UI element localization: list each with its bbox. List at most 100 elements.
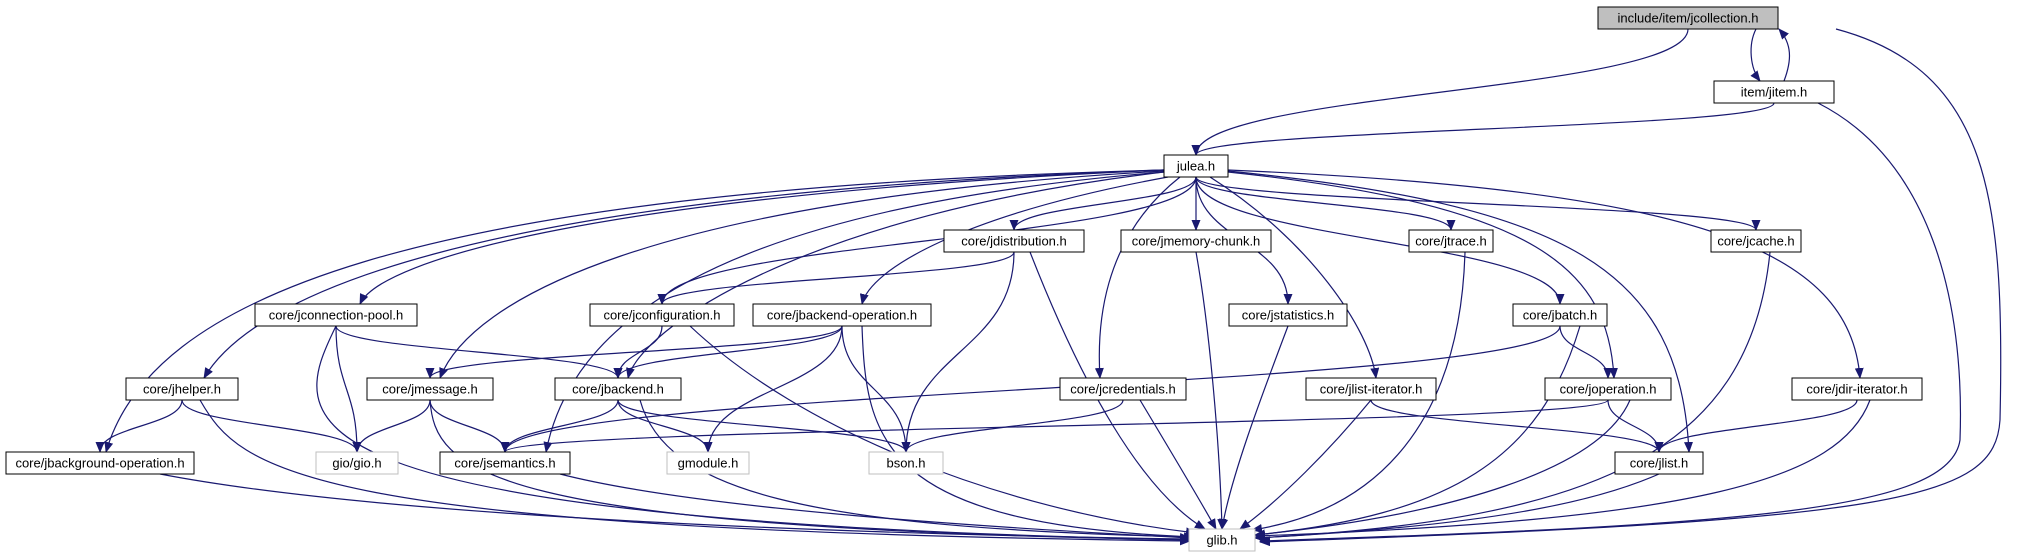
node-label: glib.h	[1206, 533, 1237, 548]
node-label: gio/gio.h	[332, 456, 381, 471]
node-box	[5, 451, 195, 475]
edge-julea-to-jmessage	[439, 170, 1165, 379]
node-label: core/jdistribution.h	[961, 234, 1067, 249]
node-jmessage[interactable]: core/jmessage.h	[366, 377, 494, 401]
node-jdistribution[interactable]: core/jdistribution.h	[943, 229, 1085, 253]
node-label: core/jhelper.h	[143, 382, 221, 397]
edge-jsemantics-to-glib	[559, 473, 1191, 542]
edge-jstatistics-to-glib	[1219, 325, 1289, 530]
node-box	[1163, 154, 1229, 178]
edge-jtrace-to-glib	[1251, 251, 1466, 533]
node-label: core/joperation.h	[1560, 382, 1657, 397]
edge-julea-to-jlist	[1227, 170, 1693, 453]
node-jitem[interactable]: item/jitem.h	[1713, 80, 1835, 104]
node-jbackendop[interactable]: core/jbackend-operation.h	[752, 303, 932, 327]
node-jhelper[interactable]: core/jhelper.h	[125, 377, 239, 401]
edge-jlist-to-glib	[1254, 473, 1660, 542]
node-box	[1059, 377, 1187, 401]
node-jbatch[interactable]: core/jbatch.h	[1512, 303, 1608, 327]
edge-jbackendop-to-jbackend	[613, 325, 843, 379]
edge-jconfig-to-glib	[689, 325, 1197, 537]
node-box	[439, 451, 571, 475]
node-jcredentials[interactable]: core/jcredentials.h	[1059, 377, 1187, 401]
node-jbackend[interactable]: core/jbackend.h	[554, 377, 682, 401]
node-label: core/jcredentials.h	[1070, 382, 1176, 397]
edge-julea-to-jdistribution	[1009, 176, 1197, 231]
edge-jbgop-to-glib	[159, 473, 1191, 544]
node-label: item/jitem.h	[1741, 85, 1807, 100]
node-joperation[interactable]: core/joperation.h	[1544, 377, 1672, 401]
node-box	[589, 303, 735, 327]
node-label: core/jcache.h	[1717, 234, 1794, 249]
edge-jdiriter-to-jlist	[1654, 399, 1858, 453]
node-label: core/jbackend.h	[572, 382, 664, 397]
node-jconnpool[interactable]: core/jconnection-pool.h	[254, 303, 418, 327]
node-label: core/jbackground-operation.h	[15, 456, 184, 471]
edge-julea-to-jbackendop	[859, 176, 1169, 305]
node-jlistiter[interactable]: core/jlist-iterator.h	[1305, 377, 1437, 401]
edge-julea-to-jlistiter	[1209, 176, 1380, 379]
node-label: core/jsemantics.h	[454, 456, 555, 471]
node-box	[1710, 229, 1802, 253]
node-box	[254, 303, 418, 327]
node-label: core/jlist.h	[1630, 456, 1689, 471]
edge-julea-to-jcredentials	[1094, 176, 1181, 379]
node-jconfig[interactable]: core/jconfiguration.h	[589, 303, 735, 327]
edge-jmessage-to-gio	[352, 399, 431, 453]
node-box	[1512, 303, 1608, 327]
node-label: core/jmemory-chunk.h	[1132, 234, 1261, 249]
node-jsemantics[interactable]: core/jsemantics.h	[439, 451, 571, 475]
node-label: core/jtrace.h	[1415, 234, 1487, 249]
edge-jlistiter-to-jlist	[1370, 399, 1664, 453]
edge-julea-to-jconnpool	[359, 169, 1165, 305]
node-julea[interactable]: julea.h	[1163, 154, 1229, 178]
node-box	[1120, 229, 1272, 253]
node-label: core/jstatistics.h	[1242, 308, 1334, 323]
edge-jcollection-to-jitem	[1750, 28, 1761, 82]
edge-jconnpool-to-jbackend	[335, 325, 623, 379]
node-box	[1305, 377, 1437, 401]
edge-jbackendop-to-gmodule	[703, 325, 843, 453]
edge-jdiriter-to-glib	[1254, 399, 1871, 541]
node-box	[666, 451, 750, 475]
node-box	[554, 377, 682, 401]
edge-jbackend-to-glib	[639, 399, 1195, 542]
edge-jmessage-to-glib	[429, 399, 1193, 545]
edge-jbackend-to-bson	[617, 399, 911, 453]
node-box	[366, 377, 494, 401]
node-jcollection[interactable]: include/item/jcollection.h	[1597, 6, 1779, 30]
edge-jcredentials-to-bson	[901, 399, 1124, 453]
node-box	[1614, 451, 1704, 475]
node-label: core/jconnection-pool.h	[269, 308, 403, 323]
edge-jcollection-to-glib	[1259, 28, 2002, 547]
node-label: gmodule.h	[678, 456, 739, 471]
node-box	[1544, 377, 1672, 401]
node-label: julea.h	[1176, 159, 1215, 174]
node-jlist[interactable]: core/jlist.h	[1614, 451, 1704, 475]
node-jtrace[interactable]: core/jtrace.h	[1408, 229, 1494, 253]
node-box	[1597, 6, 1779, 30]
edge-jdistribution-to-bson	[901, 251, 1015, 453]
edge-jbackendop-to-jmessage	[425, 325, 843, 379]
node-jmemory[interactable]: core/jmemory-chunk.h	[1120, 229, 1272, 253]
edge-joperation-to-glib	[1254, 399, 1631, 539]
node-box	[125, 377, 239, 401]
edge-jbackendop-to-bson	[841, 325, 911, 453]
node-jdiriter[interactable]: core/jdir-iterator.h	[1791, 377, 1923, 401]
node-label: core/jdir-iterator.h	[1806, 382, 1907, 397]
node-jstatistics[interactable]: core/jstatistics.h	[1228, 303, 1348, 327]
node-jbgop[interactable]: core/jbackground-operation.h	[5, 451, 195, 475]
edge-jbackend-to-gmodule	[617, 399, 713, 453]
node-gio: gio/gio.h	[315, 451, 399, 475]
edge-julea-to-jbatch	[1195, 176, 1565, 305]
edge-julea-to-joperation	[1227, 171, 1618, 379]
node-box	[868, 451, 944, 475]
edge-jbatch-to-jsemantics	[500, 325, 1561, 453]
edge-jconnpool-to-gio	[335, 325, 362, 453]
edge-julea-to-jbackend	[626, 171, 1165, 379]
node-jcache[interactable]: core/jcache.h	[1710, 229, 1802, 253]
edge-jitem-to-glib	[1259, 102, 1962, 546]
node-box	[1228, 303, 1348, 327]
node-layer: include/item/jcollection.h item/jitem.h ju…	[5, 6, 1923, 552]
